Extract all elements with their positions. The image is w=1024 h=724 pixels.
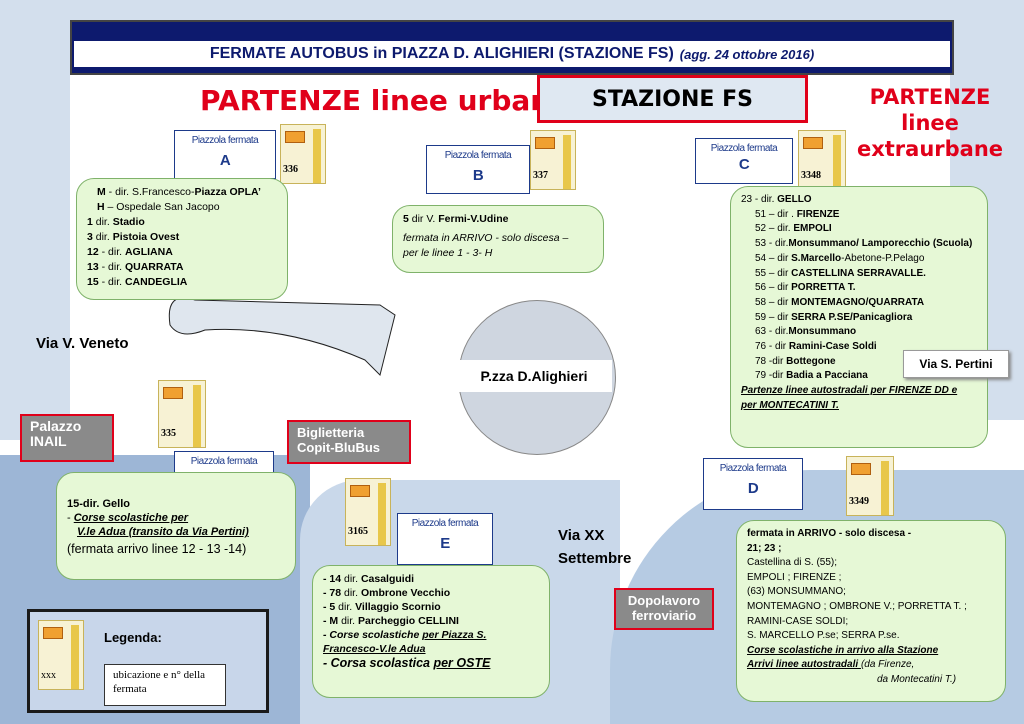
header-title: FERMATE AUTOBUS in PIAZZA D. ALIGHIERI (… [209, 45, 674, 62]
bubble-d: fermata in ARRIVO - solo discesa - 21; 2… [736, 520, 1006, 702]
bubble-a: M - dir. S.Francesco-Piazza OPLA’ H – Osp… [76, 178, 288, 300]
partenze-extra-line3: extraurbane [856, 137, 1004, 161]
line-item: 3 dir. Pistoia Ovest [87, 231, 180, 243]
line-item: 63 - dir.Monsummano [755, 326, 857, 338]
line-item: 54 – dir S.Marcello-Abetone-P.Pelago [755, 252, 925, 264]
line-item: 76 - dir Ramini-Case Soldi [755, 341, 877, 353]
partenze-urbane-title: PARTENZE linee urbane [200, 84, 570, 117]
line-item: 15 - dir. CANDEGLIA [87, 276, 188, 288]
bg-top [0, 0, 1024, 20]
sign-3348: 3348 [798, 130, 846, 190]
line-item: 78 -dir Bottegone [755, 355, 836, 367]
bubble-b: 5 dir V. Fermi-V.Udine fermata in ARRIVO… [392, 205, 604, 273]
sign-337: 337 [530, 130, 576, 190]
sign-335: 335 [158, 380, 206, 448]
partenze-extra-line2: linee [901, 111, 959, 135]
bubble-e: - 14 dir. Casalguidi - 78 dir. Ombrone Ve… [312, 565, 550, 698]
line-item: 56 – dir PORRETTA T. [755, 282, 856, 294]
line-item: - M dir. Parcheggio CELLINI [323, 615, 459, 627]
header-date: (agg. 24 ottobre 2016) [679, 46, 815, 62]
street-pertini-box: Via S. Pertini [903, 350, 1009, 378]
line-item: - 5 dir. Villaggio Scornio [323, 601, 441, 613]
legend-text: ubicazione e n° della fermata [104, 664, 226, 706]
line-item: 52 – dir. EMPOLI [755, 223, 832, 235]
line-item: 53 - dir.Monsummano/ Lamporecchio (Scuol… [755, 238, 973, 250]
shelter-shape [168, 297, 396, 376]
line-item: 12 - dir. AGLIANA [87, 246, 173, 258]
sign-3349: 3349 [846, 456, 894, 516]
line-item: - 78 dir. Ombrone Vecchio [323, 587, 451, 599]
line-item: 23 - dir. GELLO [741, 194, 812, 205]
line-item: 58 – dir MONTEMAGNO/QUARRATA [755, 296, 925, 308]
line-item: 1 dir. Stadio [87, 216, 145, 228]
piazza-label: P.zza D.Alighieri [480, 368, 588, 384]
bubble-f: 15-dir. Gello - Corse scolastiche per V.… [56, 472, 296, 580]
line-item: M - dir. S.Francesco-Piazza OPLA’ [97, 186, 261, 198]
street-veneto: Via V. Veneto [36, 335, 129, 352]
line-item: 51 – dir . FIRENZE [755, 208, 840, 220]
partenze-extra-title: PARTENZE linee extraurbane [850, 84, 1010, 162]
stazione-fs-title: STAZIONE FS [537, 75, 808, 123]
sign-3165: 3165 [345, 478, 391, 546]
legend-box: xxx Legenda: ubicazione e n° della ferma… [27, 609, 269, 713]
line-item: H – Ospedale San Jacopo [97, 201, 220, 213]
line-item: 55 – dir CASTELLINA SERRAVALLE. [755, 267, 926, 279]
sign-336: 336 [280, 124, 326, 184]
piazza-label-box: P.zza D.Alighieri [456, 360, 612, 392]
legend-sign: xxx [38, 620, 84, 690]
bubble-c: 23 - dir. GELLO 51 – dir . FIRENZE 52 – di… [730, 186, 988, 448]
partenze-extra-line1: PARTENZE [869, 85, 991, 109]
line-item: 79 -dir Badia a Pacciana [755, 370, 868, 382]
line-item: - 14 dir. Casalguidi [323, 573, 415, 585]
legend-title: Legenda: [104, 630, 162, 645]
line-item: 59 – dir SERRA P.SE/Panicagliora [755, 311, 913, 323]
header-bar: FERMATE AUTOBUS in PIAZZA D. ALIGHIERI (… [70, 20, 954, 75]
bg-left [0, 0, 70, 440]
line-item: 13 - dir. QUARRATA [87, 261, 184, 273]
street-pertini: Via S. Pertini [919, 357, 993, 371]
